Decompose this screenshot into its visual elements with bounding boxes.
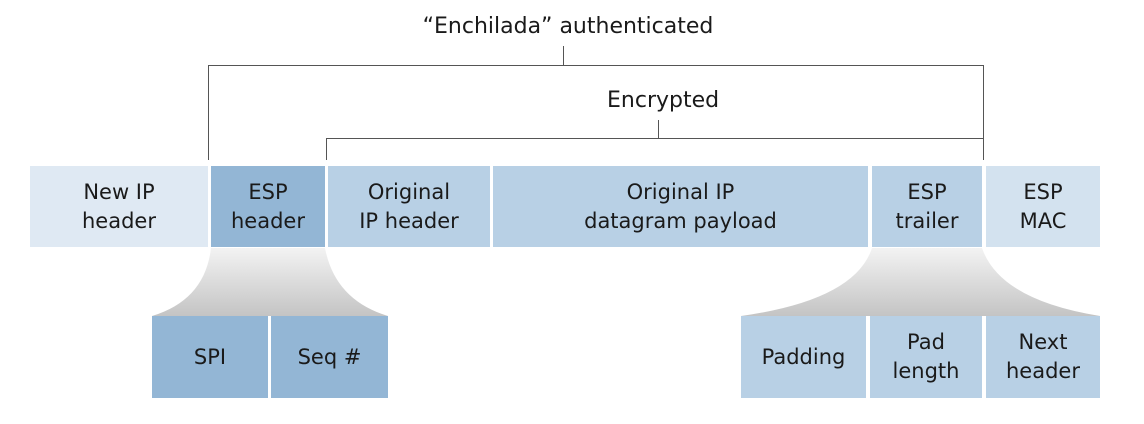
field-label: Pad length <box>892 330 960 383</box>
authenticated-label: “Enchilada” authenticated <box>422 14 714 39</box>
block-label: ESP trailer <box>895 179 959 233</box>
encrypted-label: Encrypted <box>607 88 720 113</box>
esp-mac-block: ESP MAC <box>986 166 1100 247</box>
field-label: Padding <box>761 344 846 369</box>
block-label: ESP header <box>231 179 305 233</box>
block-label: New IP header <box>82 179 156 233</box>
padding-field: Padding <box>741 316 866 398</box>
spi-field: SPI <box>152 316 268 398</box>
esp-header-block: ESP header <box>211 166 325 247</box>
next-header-field: Next header <box>986 316 1100 398</box>
esp-trailer-expansion <box>741 248 1100 316</box>
block-label: ESP MAC <box>1019 179 1067 233</box>
payload-block: Original IP datagram payload <box>493 166 868 247</box>
seq-field: Seq # <box>271 316 388 398</box>
encrypted-bracket-left <box>326 138 327 160</box>
field-label: SPI <box>193 344 227 369</box>
pad-length-field: Pad length <box>870 316 982 398</box>
original-ip-header-block: Original IP header <box>328 166 490 247</box>
authenticated-bracket-left <box>208 65 209 160</box>
authenticated-bracket-bar <box>208 65 984 66</box>
new-ip-header-block: New IP header <box>30 166 208 247</box>
block-label: Original IP datagram payload <box>584 179 777 233</box>
field-label: Next header <box>1006 330 1080 383</box>
esp-header-expansion <box>152 248 388 316</box>
encrypted-bracket-stem <box>658 120 659 138</box>
field-label: Seq # <box>297 344 362 369</box>
block-label: Original IP header <box>359 179 459 233</box>
authenticated-bracket-right <box>983 65 984 160</box>
esp-trailer-block: ESP trailer <box>872 166 982 247</box>
authenticated-bracket-stem <box>563 46 564 65</box>
encrypted-bracket-bar <box>326 138 984 139</box>
